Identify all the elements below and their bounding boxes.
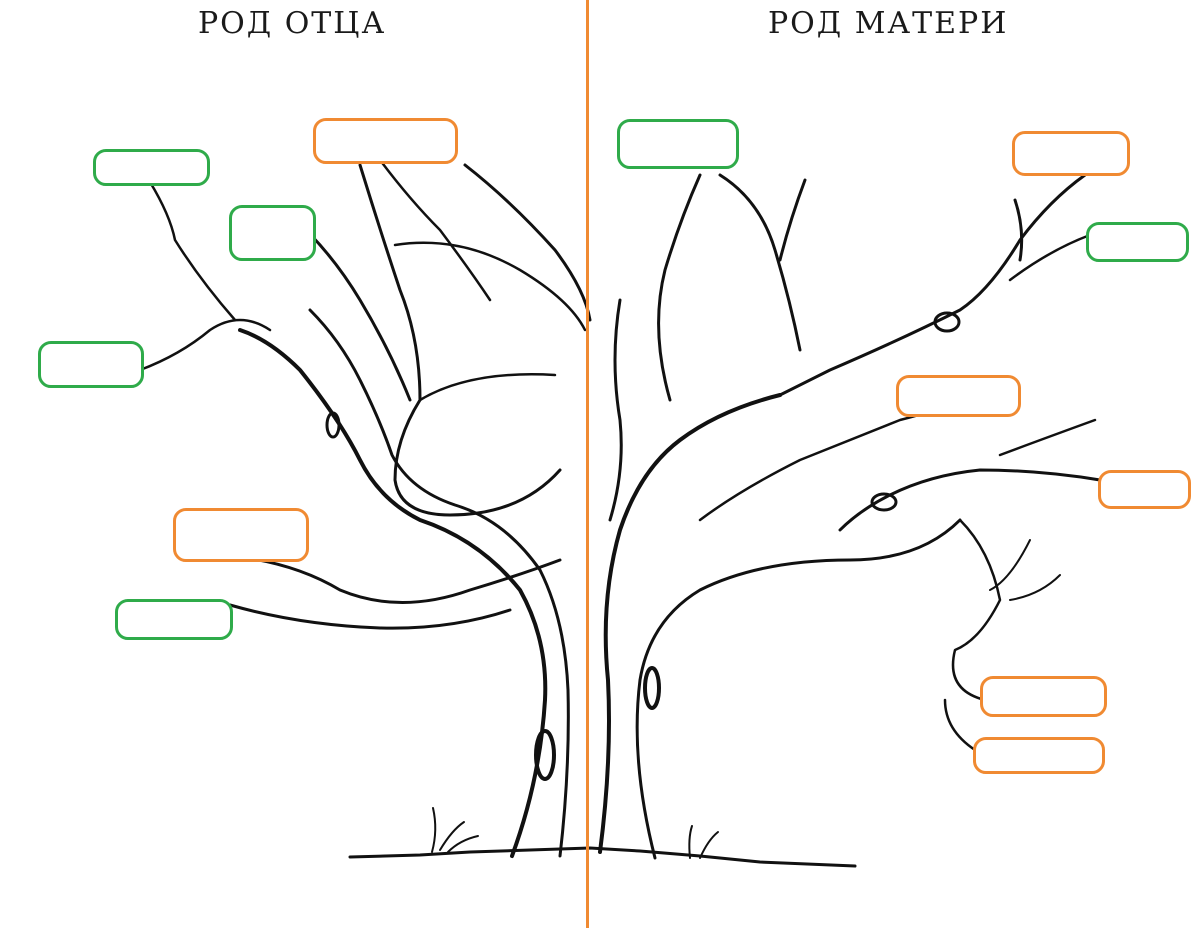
name-box-right-5[interactable] [1098, 470, 1191, 509]
name-box-left-5[interactable] [173, 508, 309, 562]
ground-line [348, 846, 857, 868]
name-box-left-3[interactable] [229, 205, 316, 261]
paternal-line-title: РОД ОТЦА [198, 6, 387, 41]
name-box-right-4[interactable] [896, 375, 1021, 417]
name-box-left-6[interactable] [115, 599, 233, 640]
grass-left [431, 807, 479, 853]
name-box-right-2[interactable] [1012, 131, 1130, 176]
center-divider [586, 0, 589, 928]
grass-right [688, 825, 719, 859]
name-box-right-1[interactable] [617, 119, 739, 169]
name-box-right-7[interactable] [973, 737, 1105, 774]
name-box-left-2[interactable] [313, 118, 458, 164]
name-box-left-1[interactable] [93, 149, 210, 186]
name-box-left-4[interactable] [38, 341, 144, 388]
left-trunk [238, 328, 548, 858]
right-trunk [598, 393, 782, 854]
name-box-right-6[interactable] [980, 676, 1107, 717]
name-box-right-3[interactable] [1086, 222, 1189, 262]
maternal-line-title: РОД МАТЕРИ [768, 6, 1009, 41]
